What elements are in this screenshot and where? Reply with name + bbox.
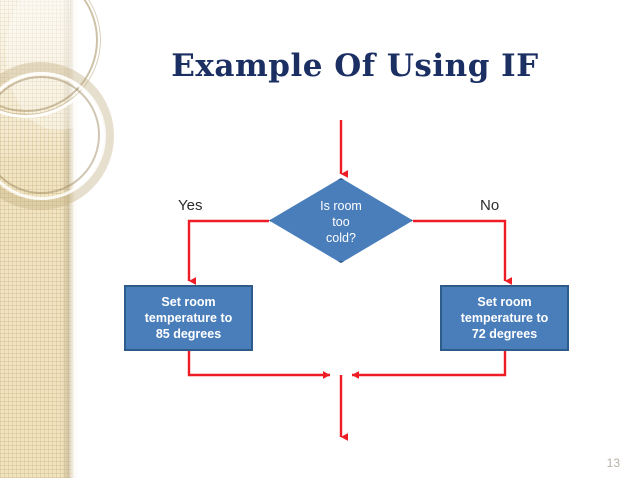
set85-line-1: Set room bbox=[161, 295, 216, 309]
process-node-set-85[interactable]: Set room temperature to 85 degrees bbox=[124, 285, 253, 351]
page-number: 13 bbox=[606, 456, 620, 470]
connector-set72-to-merge bbox=[351, 351, 507, 379]
set72-line-2: temperature to bbox=[460, 311, 549, 325]
decision-node[interactable]: Is room too cold? bbox=[269, 178, 413, 263]
connector-yes-branch bbox=[187, 219, 269, 285]
process-node-set-72[interactable]: Set room temperature to 72 degrees bbox=[440, 285, 569, 351]
set85-line-3: 85 degrees bbox=[155, 327, 222, 341]
decision-line-2: too bbox=[332, 214, 350, 229]
branch-label-no: No bbox=[480, 197, 500, 214]
set72-line-3: 72 degrees bbox=[471, 327, 538, 341]
decision-line-1: Is room bbox=[320, 198, 362, 213]
process-node-set-85-label: Set room temperature to 85 degrees bbox=[145, 294, 233, 342]
branch-label-yes: Yes bbox=[178, 197, 203, 214]
decision-node-label: Is room too cold? bbox=[269, 178, 413, 263]
connector-no-branch bbox=[413, 219, 512, 285]
set72-line-1: Set room bbox=[477, 295, 532, 309]
decision-line-3: cold? bbox=[326, 230, 356, 245]
set85-line-2: temperature to bbox=[144, 311, 233, 325]
connector-set85-to-merge bbox=[187, 351, 331, 379]
slide-title: Example Of Using IF bbox=[171, 48, 539, 84]
process-node-set-72-label: Set room temperature to 72 degrees bbox=[461, 294, 549, 342]
